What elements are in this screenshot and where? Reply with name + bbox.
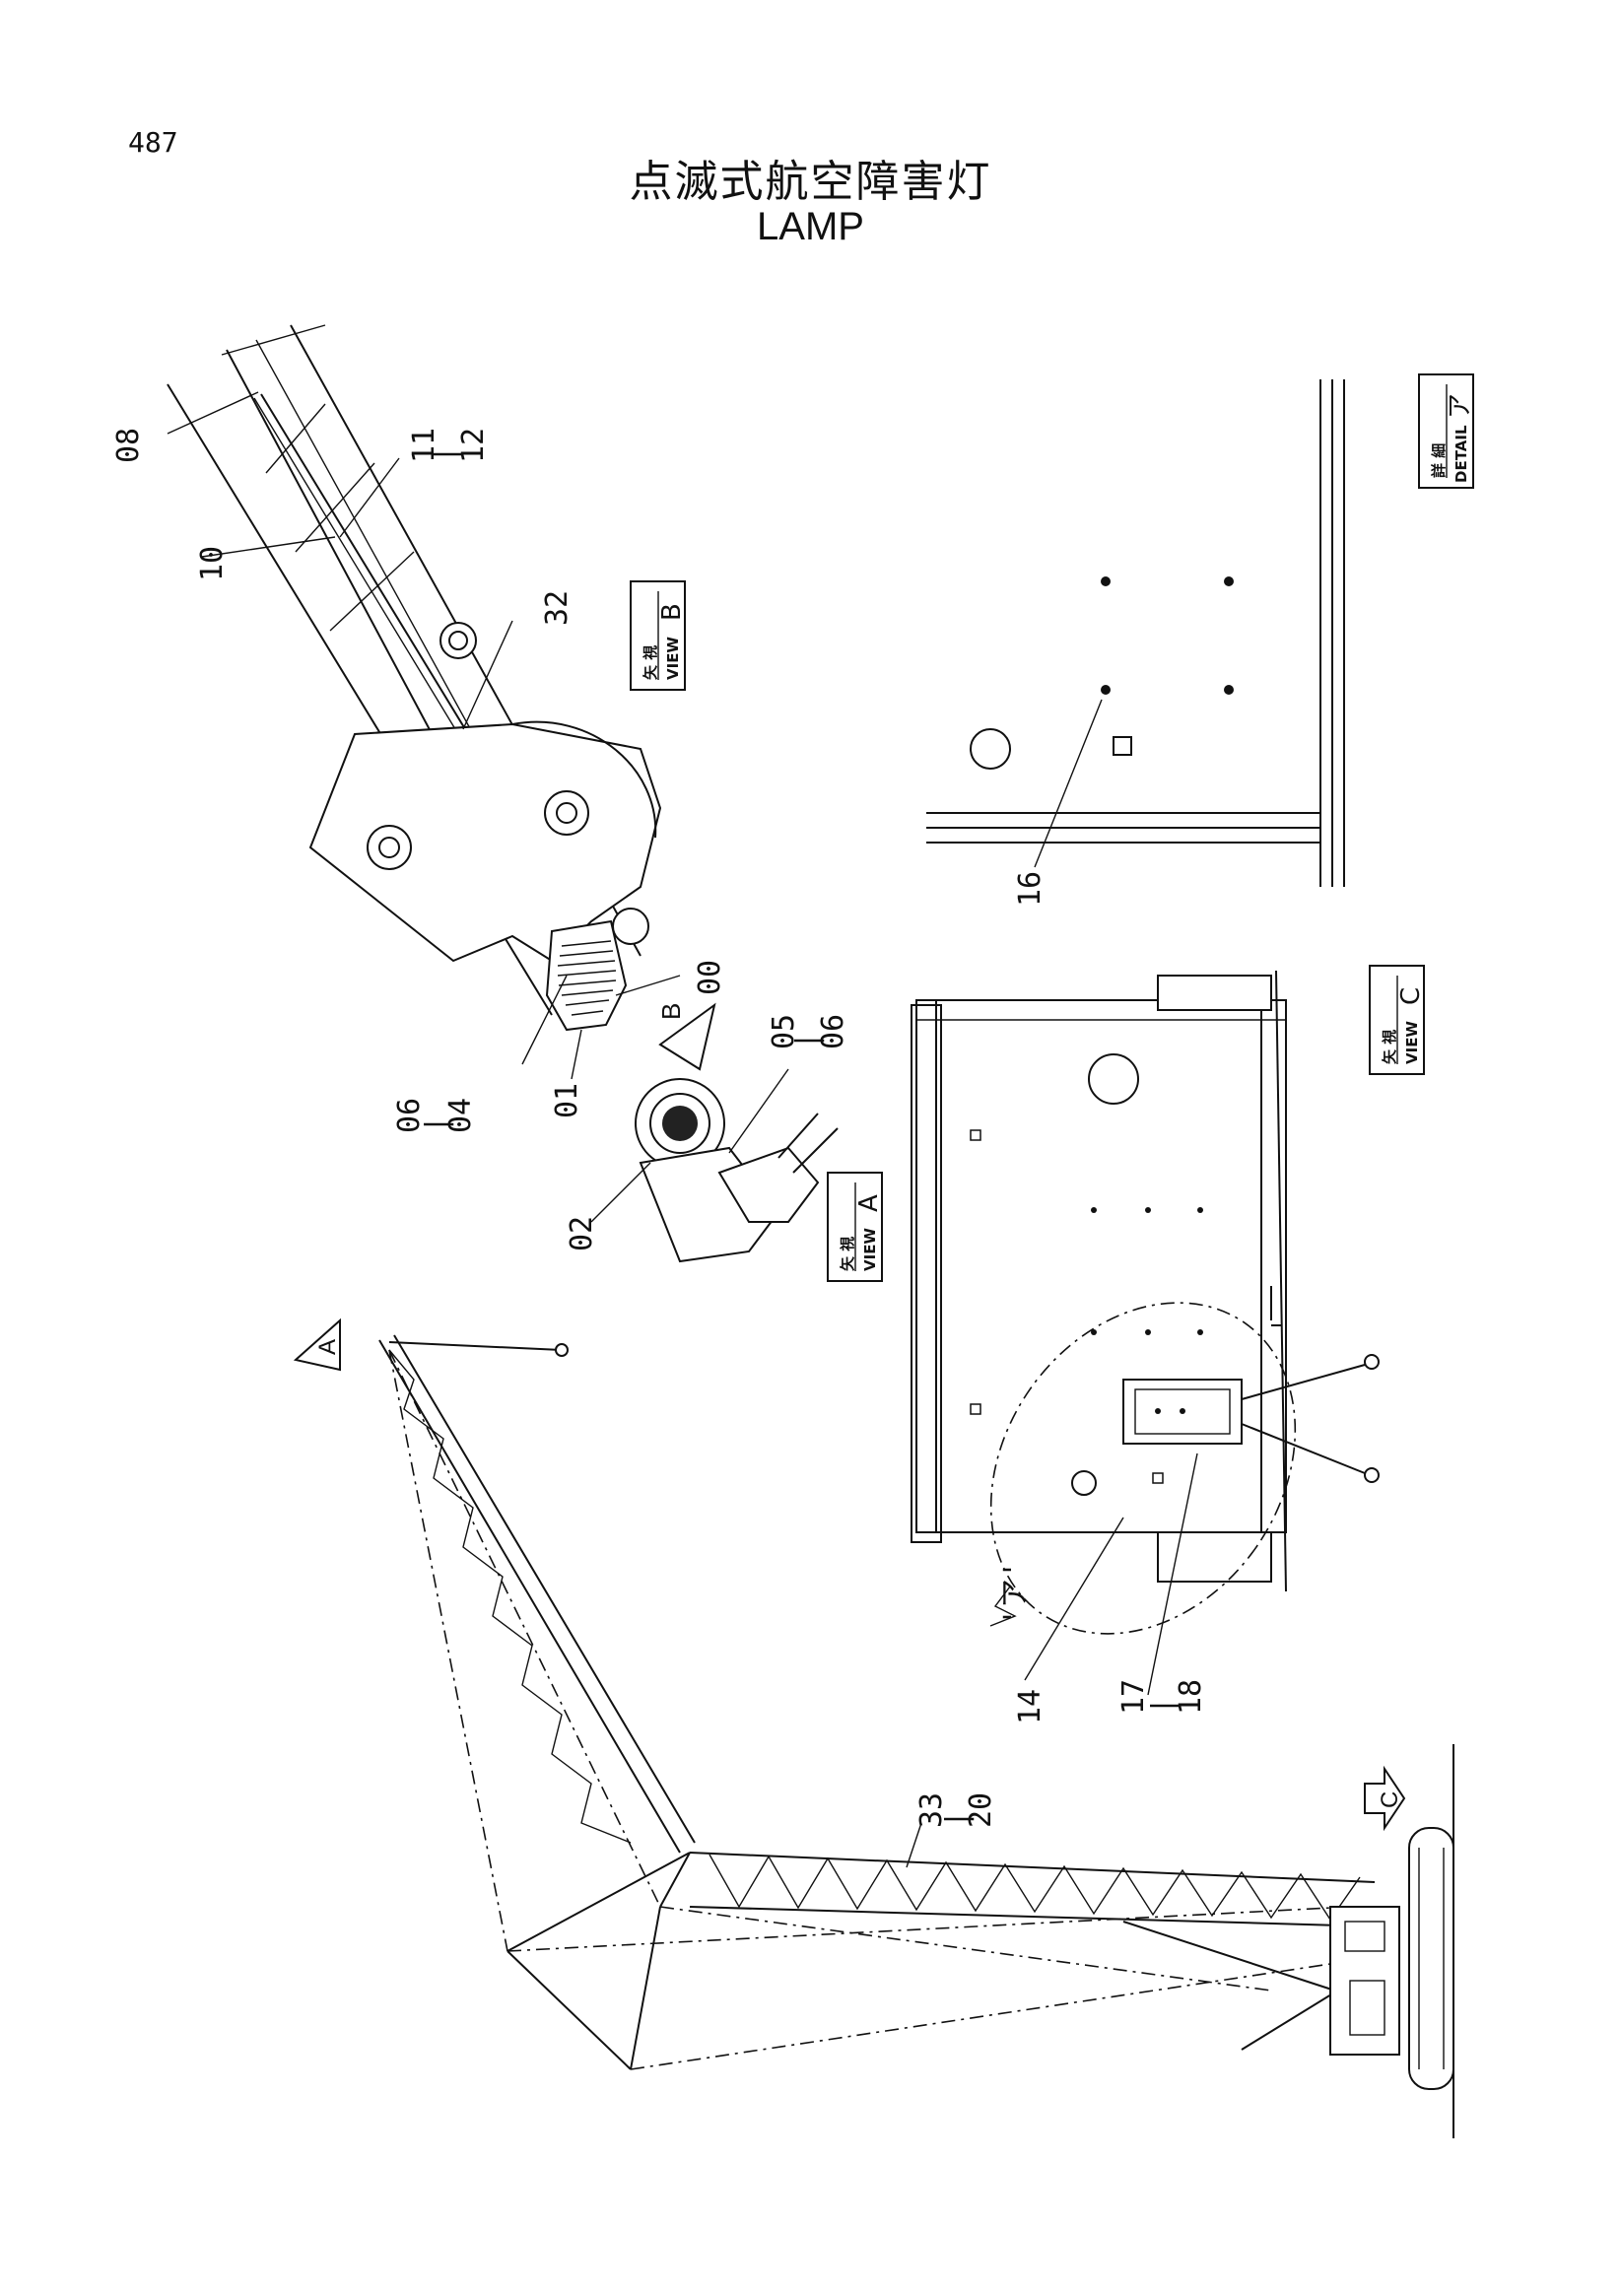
svg-text:VIEW: VIEW <box>664 637 682 680</box>
svg-text:VIEW: VIEW <box>861 1228 879 1271</box>
arrow-b-letter: B <box>656 1003 686 1020</box>
label-05-06: 05|06 <box>767 1014 850 1049</box>
detail-a-panel <box>926 379 1345 887</box>
svg-text:VIEW: VIEW <box>1403 1021 1421 1064</box>
page-title-japanese: 点滅式航空障害灯 <box>629 157 992 207</box>
label-01: 01 <box>550 1083 584 1118</box>
label-11-12: 11|12 <box>407 428 491 463</box>
svg-text:C: C <box>1396 987 1426 1005</box>
svg-text:詳 細: 詳 細 <box>1430 443 1448 478</box>
label-17-18: 17|18 <box>1116 1679 1208 1715</box>
arrow-a-letter: A <box>314 1339 341 1355</box>
view-a-lamp-detail <box>590 1068 839 1263</box>
view-c-tag: 矢 視 VIEW C <box>1369 965 1426 1075</box>
svg-text:ア: ア <box>1446 393 1475 419</box>
arrow-c-letter: C <box>1377 1791 1403 1808</box>
label-02: 02 <box>565 1216 599 1251</box>
label-10: 10 <box>195 546 230 581</box>
label-06-04: 06|04 <box>392 1098 478 1133</box>
label-16: 16 <box>1013 871 1047 907</box>
flashing-lamp-unit <box>545 919 628 1032</box>
svg-text:A: A <box>854 1194 884 1212</box>
svg-text:矢 視: 矢 視 <box>642 645 659 680</box>
crane-overview <box>293 1317 1454 2138</box>
page-title-english: LAMP <box>757 205 864 248</box>
label-08: 08 <box>111 428 146 463</box>
svg-text:B: B <box>657 603 687 621</box>
label-32: 32 <box>540 590 574 626</box>
svg-text:矢 視: 矢 視 <box>839 1237 856 1271</box>
view-a-tag: 矢 視 VIEW A <box>827 1172 884 1282</box>
view-c-cab <box>911 970 1380 1696</box>
page-number: 487 <box>128 126 178 159</box>
label-33-20: 33|20 <box>914 1792 998 1828</box>
svg-text:DETAIL: DETAIL <box>1452 425 1470 483</box>
boom-head-detail <box>167 324 716 1080</box>
detail-tag: 詳 細 DETAIL ア <box>1418 373 1475 489</box>
detail-callout: 'ア' <box>998 1561 1033 1626</box>
view-b-tag: 矢 視 VIEW B <box>630 580 687 691</box>
label-00: 00 <box>693 960 727 995</box>
label-14: 14 <box>1013 1689 1047 1724</box>
svg-text:矢 視: 矢 視 <box>1381 1030 1398 1064</box>
